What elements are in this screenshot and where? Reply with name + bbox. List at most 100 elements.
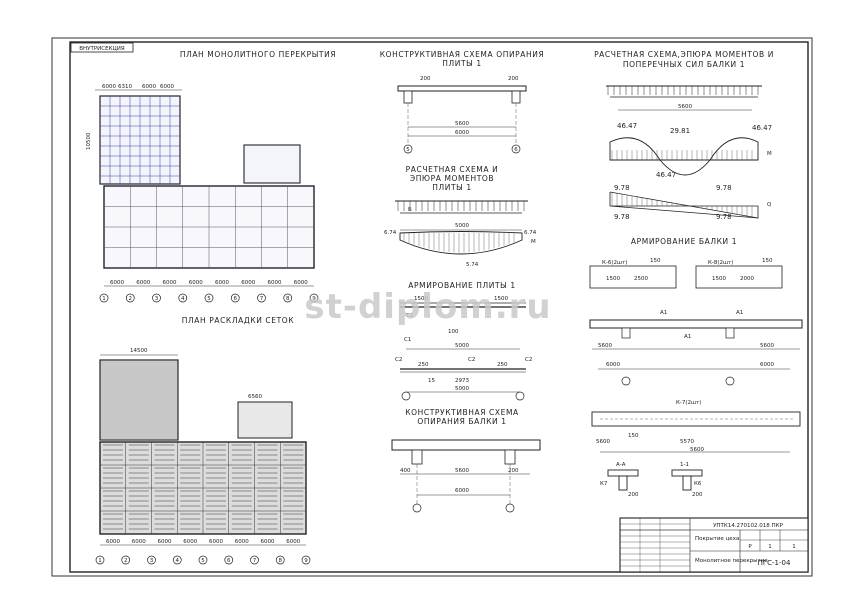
slab-axis-mark: 6	[234, 296, 238, 302]
titleblock-line2: Покрытие цеха	[695, 536, 739, 542]
slab-axis-mark: 3	[155, 296, 159, 302]
beam-rebar-section-11: 1-1	[680, 462, 689, 468]
plate-rebar-d4: 5000	[455, 343, 469, 349]
plate-rebar-c1b: C1	[404, 337, 411, 343]
beam-rebar-s200-a: 200	[628, 492, 639, 498]
plate-moments-right: 6.74	[524, 230, 537, 236]
stamp-box	[70, 42, 134, 53]
plate-moments-mid: 5.74	[466, 262, 479, 268]
slab-dim-bottom: 6000	[163, 280, 177, 286]
plate-moments-span: 5000	[455, 223, 469, 229]
slab-plan-title: ПЛАН МОНОЛИТНОГО ПЕРЕКРЫТИЯ	[180, 50, 336, 59]
mesh-dim-bottom: 6000	[132, 539, 146, 545]
slab-dim-bottom: 6000	[241, 280, 255, 286]
slab-axis-mark: 5	[207, 296, 211, 302]
beam-rebar-d4: 1500	[712, 276, 726, 282]
beam-moments-title-2: ПОПЕРЕЧНЫХ СИЛ БАЛКИ 1	[623, 60, 745, 69]
titleblock-sheets: 1	[792, 544, 796, 550]
plate-support-span2: 6000	[455, 130, 469, 136]
beam-rebar-kp: К7	[600, 481, 608, 487]
mesh-dim-bottom: 6000	[183, 539, 197, 545]
beam-q-unit: Q	[767, 202, 772, 208]
beam-rebar-title: АРМИРОВАНИЕ БАЛКИ 1	[631, 237, 737, 246]
beam-moments-diagram: РАСЧЕТНАЯ СХЕМА,ЭПЮРА МОМЕНТОВ И ПОПЕРЕЧ…	[594, 50, 774, 221]
mesh-axis-mark: 9	[304, 558, 308, 564]
slab-dim-bottom: 6000	[268, 280, 282, 286]
beam-q-tl: 9.78	[614, 184, 630, 192]
beam-rebar-ax2: A1	[736, 310, 743, 316]
slab-dim-bottom: 6000	[215, 280, 229, 286]
mesh-dim-side: 6560	[248, 394, 262, 400]
plate-rebar-c2a: C2	[395, 357, 402, 363]
plate-rebar-title: АРМИРОВАНИЕ ПЛИТЫ 1	[408, 281, 515, 290]
beam-moments-span: 5600	[678, 104, 692, 110]
mesh-axis-mark: 8	[279, 558, 283, 564]
beam-support-d-right: 200	[508, 468, 519, 474]
plate-rebar-d5: 250	[418, 362, 429, 368]
beam-support-title-2: ОПИРАНИЯ БАЛКИ 1	[417, 417, 506, 426]
slab-axis-mark: 4	[181, 296, 185, 302]
beam-rebar-ax3: A1	[684, 334, 691, 340]
beam-moments-title-1: РАСЧЕТНАЯ СХЕМА,ЭПЮРА МОМЕНТОВ И	[594, 50, 774, 59]
beam-rebar-lower-d1: 5600	[596, 439, 610, 445]
plate-moments-unit: М	[531, 239, 536, 245]
beam-rebar-diagram: АРМИРОВАНИЕ БАЛКИ 1 К-6(2шт) К-8(2шт) 15…	[589, 237, 803, 498]
plate-support-d1: 200	[420, 76, 431, 82]
beam-rebar-d1: 150	[650, 258, 661, 264]
beam-m-unit: М	[767, 151, 772, 157]
plate-moments-diagram: РАСЧЕТНАЯ СХЕМА И ЭПЮРА МОМЕНТОВ ПЛИТЫ 1…	[384, 165, 537, 268]
plate-support-axis-a: 5	[406, 147, 410, 153]
beam-rebar-section-aa: А-А	[616, 462, 626, 468]
slab-dim-bottom: 6000	[136, 280, 150, 286]
beam-rebar-d7: 5600	[598, 343, 612, 349]
plate-moments-title-3: ПЛИТЫ 1	[432, 183, 471, 192]
beam-rebar-lower-d4: 5600	[690, 447, 704, 453]
beam-rebar-d8: 5600	[760, 343, 774, 349]
titleblock-sheet: 1	[768, 544, 772, 550]
slab-dim-top-3: 6000	[142, 84, 156, 90]
plate-support-title-2: ПЛИТЫ 1	[442, 59, 481, 68]
slab-dim-top-2: 6310	[118, 84, 132, 90]
beam-rebar-ax1: A1	[660, 310, 667, 316]
slab-dim-top-1: 6000	[102, 84, 116, 90]
plate-support-scheme: КОНСТРУКТИВНАЯ СХЕМА ОПИРАНИЯ ПЛИТЫ 1 20…	[380, 50, 544, 154]
beam-m-mid: 29.81	[670, 127, 690, 135]
slab-dim-side: 10500	[86, 132, 92, 150]
mesh-plan-title: ПЛАН РАСКЛАДКИ СЕТОК	[182, 316, 294, 325]
mesh-dim-bottom: 6000	[106, 539, 120, 545]
mesh-axis-mark: 7	[253, 558, 257, 564]
mesh-axis-mark: 2	[124, 558, 128, 564]
beam-support-d-span: 5600	[455, 468, 469, 474]
watermark-text: st-diplom.ru	[304, 287, 551, 327]
titleblock-stage: Р	[748, 544, 752, 550]
beam-support-d-total: 6000	[455, 488, 469, 494]
mesh-small-block	[237, 401, 293, 439]
plate-support-d2: 200	[508, 76, 519, 82]
mesh-dim-bottom: 6000	[261, 539, 275, 545]
slab-dim-bottom: 6000	[294, 280, 308, 286]
plate-rebar-d3: 100	[448, 329, 459, 335]
beam-m-right: 46.47	[752, 124, 772, 132]
svg-text:Б: Б	[408, 207, 412, 213]
beam-rebar-d10: 6000	[760, 362, 774, 368]
plate-support-axis-b: 6	[514, 147, 518, 153]
slab-axis-mark: 8	[286, 296, 290, 302]
beam-rebar-kp2: К6	[694, 481, 702, 487]
mesh-axis-mark: 3	[150, 558, 154, 564]
beam-q-br: 9.78	[716, 213, 732, 221]
beam-rebar-k8: К-8(2шт)	[708, 260, 733, 266]
beam-m-left: 46.47	[617, 122, 637, 130]
plate-moments-left: 6.74	[384, 230, 397, 236]
mesh-axis-mark: 5	[201, 558, 205, 564]
beam-q-tr: 9.78	[716, 184, 732, 192]
stamp-text: ВНУТРИСЕКЦИЯ	[79, 46, 125, 52]
slab-small-block	[243, 144, 301, 184]
beam-rebar-s200-b: 200	[692, 492, 703, 498]
slab-dim-bottom: 6000	[110, 280, 124, 286]
inner-frame	[69, 41, 809, 573]
slab-axis-mark: 1	[102, 296, 106, 302]
beam-rebar-lower-d2: 150	[628, 433, 639, 439]
